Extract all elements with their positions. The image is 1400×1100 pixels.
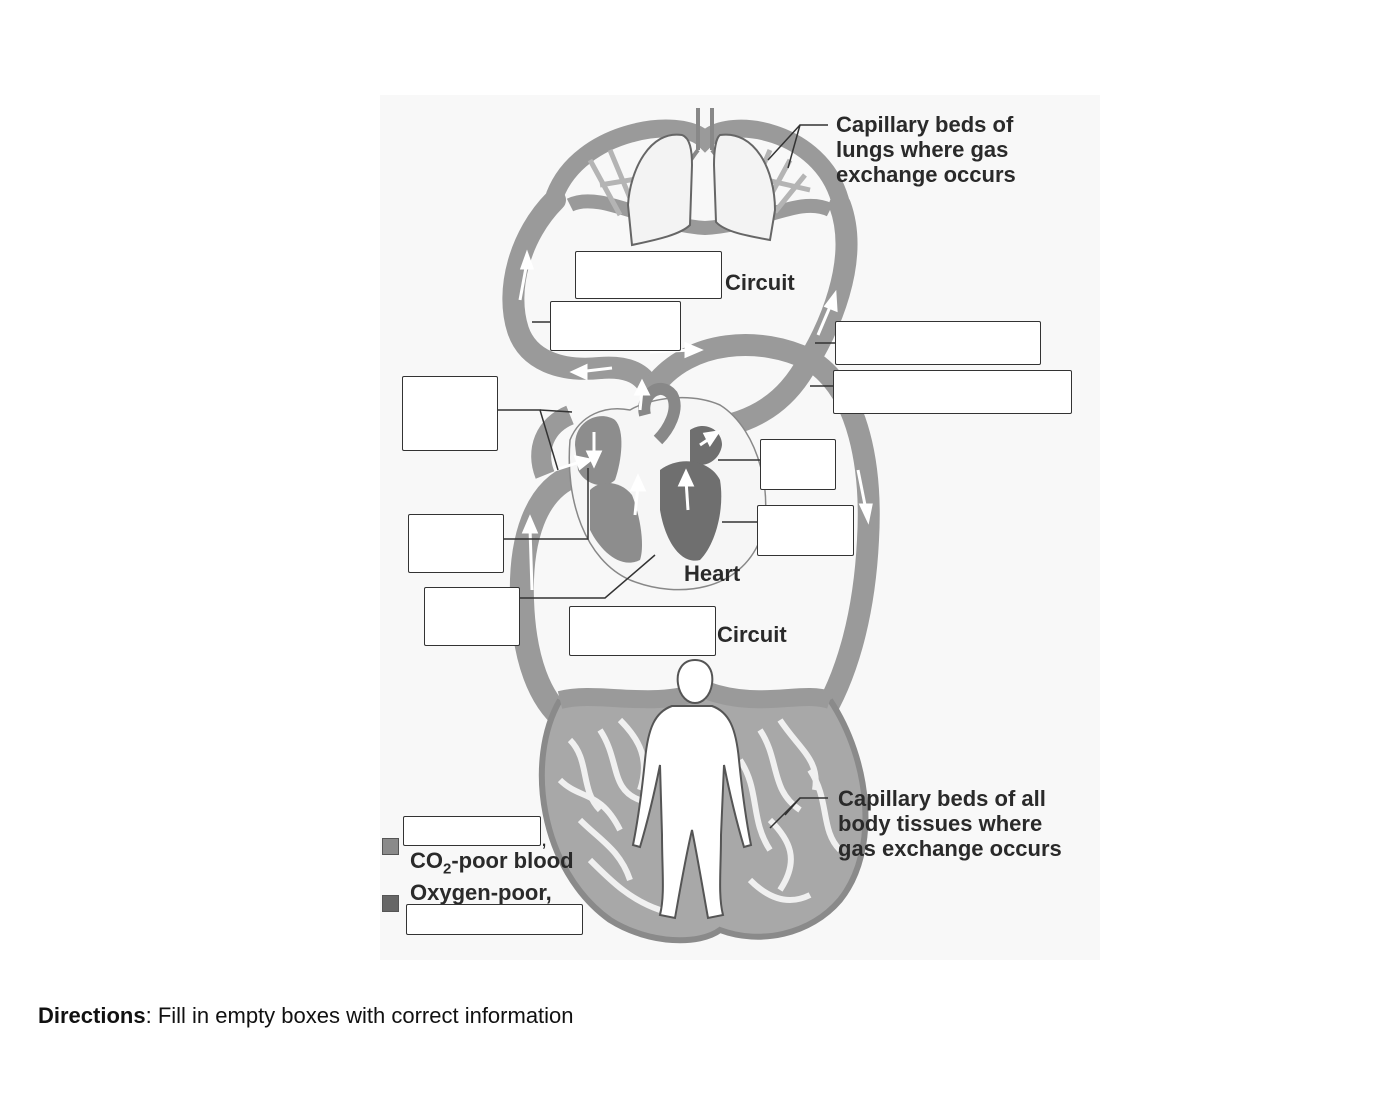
left-ventricle-answer-box[interactable]: [757, 505, 854, 556]
right-ventricle-answer-box[interactable]: [424, 587, 520, 646]
legend-oxygen-poor-label: Oxygen-poor,: [410, 880, 552, 905]
lungs-icon: [626, 108, 777, 247]
heart-icon: [568, 383, 767, 591]
leader-lines: [497, 124, 836, 829]
right-atrium-answer-box[interactable]: [408, 514, 504, 573]
legend-oxygen-rich-answer-box[interactable]: [403, 816, 541, 846]
aorta-loop: [644, 334, 880, 731]
legend-swatch-oxygen-poor: [382, 895, 399, 912]
vena-cava-answer-box[interactable]: [402, 376, 498, 451]
body-capillaries-line-2: body tissues where: [838, 811, 1043, 836]
directions-body: : Fill in empty boxes with correct infor…: [145, 1003, 574, 1028]
body-capillaries-line-3: gas exchange occurs: [838, 836, 1062, 861]
directions-text: Directions: Fill in empty boxes with cor…: [38, 1003, 574, 1029]
legend-swatch-oxygen-rich: [382, 838, 399, 855]
systemic-circuit-label: Circuit: [717, 622, 787, 647]
pulmonary-circuit-answer-box[interactable]: [575, 251, 722, 299]
lung-capillaries-label: Capillary beds of lungs where gas exchan…: [836, 112, 1016, 187]
left-atrium-answer-box[interactable]: [760, 439, 836, 490]
directions-heading: Directions: [38, 1003, 146, 1028]
lung-capillaries-line-2: lungs where gas: [836, 137, 1009, 162]
lung-capillaries-line-3: exchange occurs: [836, 162, 1016, 187]
legend-co2-rest: -poor blood: [451, 848, 574, 873]
pulmonary-artery-answer-box[interactable]: [550, 301, 681, 351]
human-figure-icon: [631, 658, 753, 920]
pulmonary-vein-answer-box[interactable]: [835, 321, 1041, 365]
vena-cava-loop: [509, 405, 587, 732]
aorta-answer-box[interactable]: [833, 370, 1072, 414]
left-ventricle: [660, 461, 722, 561]
heart-label: Heart: [684, 561, 741, 586]
lung-capillaries-line-1: Capillary beds of: [836, 112, 1014, 137]
legend-co2-poor-label: CO2-poor blood: [410, 848, 574, 881]
flow-arrows: [518, 249, 873, 591]
right-ventricle: [590, 483, 643, 563]
pulmonary-vein-loop: [689, 194, 858, 441]
legend-oxygen-poor-answer-box[interactable]: [406, 904, 583, 935]
body-capillaries-line-1: Capillary beds of all: [838, 786, 1046, 811]
legend-comma: ,: [541, 826, 548, 851]
body-capillaries-label: Capillary beds of all body tissues where…: [838, 786, 1062, 861]
systemic-circuit-answer-box[interactable]: [569, 606, 716, 656]
legend-co2-prefix: CO: [410, 848, 443, 873]
legend-co2-subscript: 2: [443, 860, 452, 878]
pulmonary-circuit-label: Circuit: [725, 270, 795, 295]
